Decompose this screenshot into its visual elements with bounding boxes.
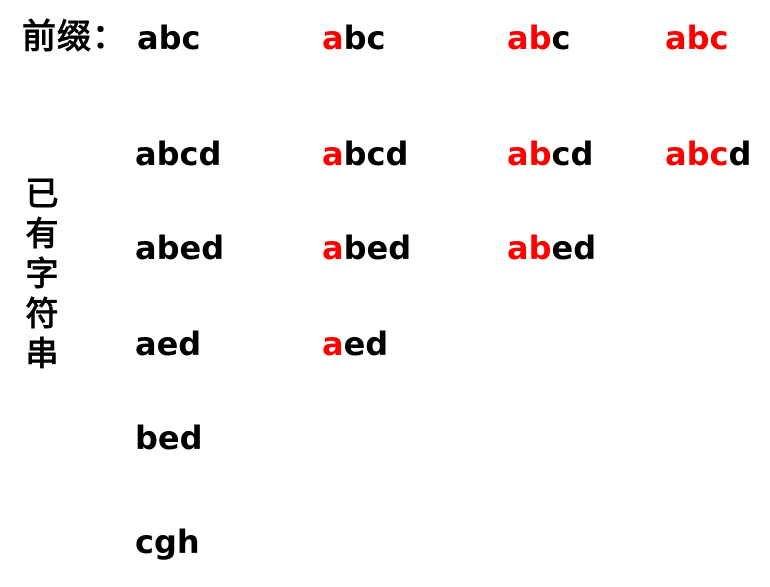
string-cgh: cgh <box>135 523 200 561</box>
side-label-char: 符 <box>25 294 59 333</box>
side-label-char: 有 <box>25 214 59 253</box>
matched-part: ab <box>507 19 552 57</box>
string-abed-step-1: abed <box>322 226 411 270</box>
prefix-value: abc <box>137 19 201 57</box>
string-abcd-step-2: abcd <box>507 132 593 176</box>
side-label-char: 字 <box>25 254 59 293</box>
matched-part: ab <box>507 229 552 267</box>
side-label-char: 已 <box>25 174 59 213</box>
matched-part: a <box>322 325 344 363</box>
string-abcd-step-3: abcd <box>665 132 751 176</box>
string-aed-step-1: aed <box>322 322 388 366</box>
unmatched-part: c <box>551 19 571 57</box>
unmatched-part: ed <box>551 229 597 267</box>
prefix-step-3: abc <box>665 16 728 60</box>
matched-part: a <box>322 19 344 57</box>
side-label-char: 串 <box>25 334 59 373</box>
string-abed-step-2: abed <box>507 226 596 270</box>
matched-part: abc <box>665 135 729 173</box>
matched-part: abc <box>665 19 729 57</box>
unmatched-part: bc <box>343 19 386 57</box>
matched-part: ab <box>507 135 552 173</box>
string-abed: abed <box>135 229 225 267</box>
string-abcd: abcd <box>135 135 222 173</box>
unmatched-part: ed <box>343 325 389 363</box>
matched-part: a <box>322 229 344 267</box>
unmatched-part: d <box>728 135 752 173</box>
string-bed: bed <box>135 419 203 457</box>
string-aed: aed <box>135 325 202 363</box>
unmatched-part: bed <box>343 229 412 267</box>
prefix-step-2: abc <box>507 16 570 60</box>
matched-part: a <box>322 135 344 173</box>
string-abcd-step-1: abcd <box>322 132 408 176</box>
prefix-label: 前缀： <box>22 17 127 57</box>
unmatched-part: bcd <box>343 135 409 173</box>
unmatched-part: cd <box>551 135 594 173</box>
existing-strings-label: 已 有 字 符 串 <box>20 174 64 374</box>
prefix-step-1: abc <box>322 16 385 60</box>
